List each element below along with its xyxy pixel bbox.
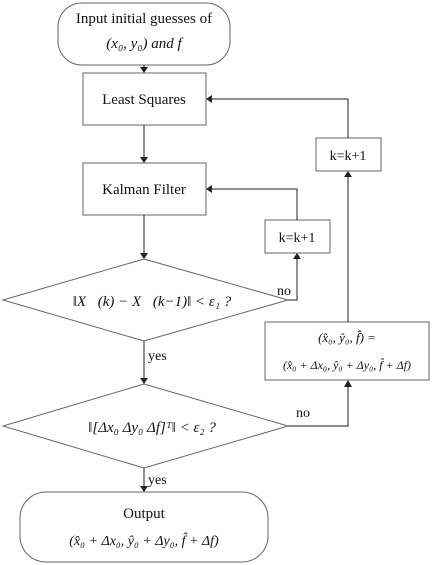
arrowhead-kalman [140, 157, 148, 163]
label-d2-no: no [296, 406, 310, 421]
decision-convergence-2: ‖[Δx₀ Δy₀ Δf]ᵀ‖ < ε₂ ? [1, 383, 290, 469]
edge-d2-no [288, 386, 349, 427]
decision-convergence-1: ‖X⃗(k) − X⃗(k−1)‖ < ε₁ ? [1, 258, 290, 342]
k-increment-label-1: k=k+1 [279, 231, 316, 246]
start-line1: Input initial guesses of [76, 11, 212, 27]
update-line2: (x̂₀ + Δx₀, ŷ₀ + Δy₀, f̂ + Δf) [283, 357, 411, 372]
kalman-filter-label: Kalman Filter [102, 182, 186, 198]
start-terminal: Input initial guesses of (x₀, y₀) and f [57, 2, 231, 66]
output-line2: (x̂₀ + Δx₀, ŷ₀ + Δy₀, f̂ + Δf) [69, 532, 219, 549]
least-squares-label: Least Squares [102, 92, 186, 108]
arrowhead-ls [140, 67, 148, 73]
k-increment-box-1: k=k+1 [264, 219, 331, 254]
edge-k1-to-kalman [211, 188, 298, 220]
update-line1: (x̂₀, ŷ₀, f̂) = [318, 330, 376, 345]
arrowhead-ls-side [206, 95, 212, 103]
decision-1-expression: ‖X⃗(k) − X⃗(k−1)‖ < ε₁ ? [73, 294, 232, 310]
arrowhead-k1 [293, 253, 301, 259]
label-d1-yes: yes [148, 349, 167, 364]
arrowhead-kalman-side [206, 185, 212, 193]
arrowhead-k2 [344, 171, 352, 177]
arrowhead-d1 [140, 253, 148, 259]
output-line1: Output [123, 506, 166, 522]
arrowhead-d2 [140, 378, 148, 384]
label-d2-yes: yes [148, 473, 167, 488]
start-line2: (x₀, y₀) and f [106, 36, 183, 52]
k-increment-label-2: k=k+1 [330, 149, 367, 164]
edge-k2-to-ls [211, 98, 349, 138]
decision-2-expression: ‖[Δx₀ Δy₀ Δf]ᵀ‖ < ε₂ ? [88, 420, 216, 436]
least-squares-box: Least Squares [82, 72, 207, 126]
output-terminal: Output (x̂₀ + Δx₀, ŷ₀ + Δy₀, f̂ + Δf) [19, 491, 269, 563]
kalman-filter-box: Kalman Filter [82, 162, 207, 216]
update-estimates-box: (x̂₀, ŷ₀, f̂) = (x̂₀ + Δx₀, ŷ₀ + Δy₀, f̂… [264, 321, 430, 381]
edges [140, 65, 352, 492]
arrowhead-update [344, 380, 352, 387]
k-increment-box-2: k=k+1 [315, 137, 382, 172]
arrowhead-output [140, 486, 148, 492]
edge-d1-no [288, 258, 298, 301]
label-d1-no: no [277, 284, 291, 299]
